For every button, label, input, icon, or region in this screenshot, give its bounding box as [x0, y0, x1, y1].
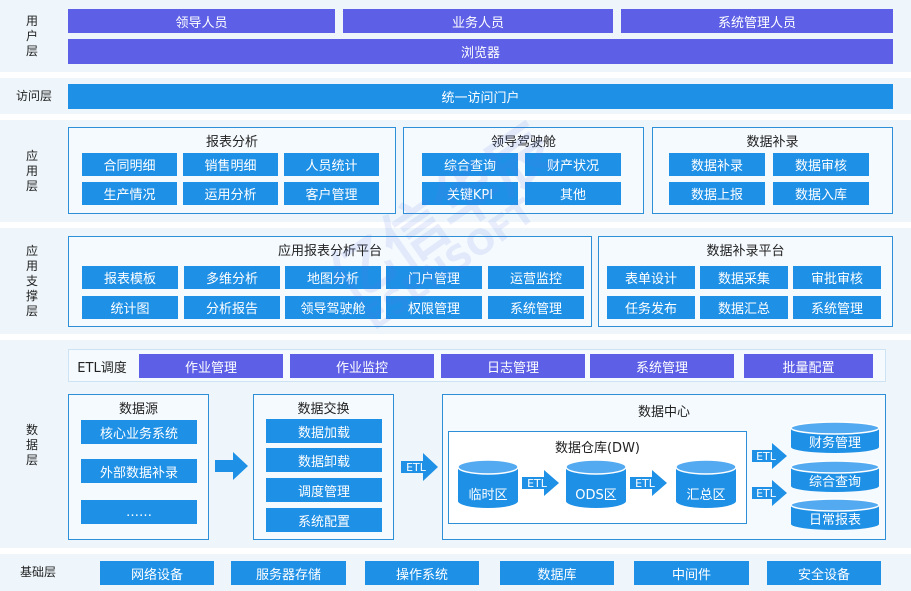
mart-cylinder-icon — [790, 498, 880, 530]
report-item: 合同明细 — [82, 153, 177, 176]
platform-item: 地图分析 — [285, 266, 381, 289]
supplement-item: 数据审核 — [773, 153, 869, 176]
supp-platform-item: 任务发布 — [607, 296, 695, 319]
mart-cylinder-icon — [790, 460, 880, 492]
platform-item: 系统管理 — [488, 296, 584, 319]
etl-arrow-icon — [752, 443, 787, 469]
etl-arrow-icon — [401, 453, 438, 481]
portal-bar: 统一访问门户 — [68, 84, 893, 109]
dw-zone-label: 临时区 — [468, 487, 508, 503]
mart-label: 日常报表 — [808, 512, 861, 528]
base-item: 数据库 — [500, 561, 614, 585]
data-exchange-title: 数据交换 — [297, 401, 350, 417]
browser-bar: 浏览器 — [68, 39, 893, 64]
exchange-item: 调度管理 — [266, 478, 382, 502]
report-item: 生产情况 — [82, 182, 177, 205]
base-item: 操作系统 — [365, 561, 479, 585]
report-analysis-title: 报表分析 — [205, 134, 258, 150]
exchange-item: 数据加载 — [266, 419, 382, 443]
source-item: …… — [81, 500, 197, 524]
data-warehouse-title: 数据仓库(DW) — [554, 440, 640, 456]
supplement-title: 数据补录 — [746, 134, 799, 150]
etl-arrow-label: ETL — [527, 476, 547, 490]
cockpit-item: 关键KPI — [422, 182, 518, 205]
etl-title: ETL调度 — [77, 360, 127, 376]
cockpit-item: 综合查询 — [422, 153, 518, 176]
role-admin: 系统管理人员 — [621, 9, 893, 33]
etl-arrow-label: ETL — [756, 449, 776, 463]
platform-item: 多维分析 — [184, 266, 280, 289]
platform-item: 统计图 — [82, 296, 178, 319]
ods-zone-cylinder-icon — [565, 459, 627, 508]
supplement-item: 数据上报 — [669, 182, 765, 205]
base-item: 服务器存储 — [231, 561, 346, 585]
dw-zone-label: ODS区 — [575, 487, 617, 503]
cockpit-item: 其他 — [525, 182, 621, 205]
platform-item: 运营监控 — [488, 266, 584, 289]
report-item: 人员统计 — [284, 153, 379, 176]
platform-item: 权限管理 — [386, 296, 482, 319]
etl-item: 作业管理 — [139, 354, 283, 378]
flow-arrow-icon — [215, 452, 248, 480]
exchange-item: 数据卸载 — [266, 448, 382, 472]
etl-arrow-icon — [630, 470, 667, 496]
report-item: 运用分析 — [183, 182, 278, 205]
etl-item: 作业监控 — [290, 354, 434, 378]
etl-arrow-icon — [752, 480, 787, 506]
temp-zone-cylinder-icon — [457, 459, 519, 508]
mart-cylinder-icon — [790, 421, 880, 453]
etl-item: 系统管理 — [590, 354, 734, 378]
data-center-title: 数据中心 — [637, 404, 690, 420]
etl-arrow-label: ETL — [756, 486, 776, 500]
base-item: 中间件 — [634, 561, 749, 585]
etl-item: 日志管理 — [441, 354, 585, 378]
supplement-item: 数据入库 — [773, 182, 869, 205]
support-layer-label: 应用支撑层 — [25, 243, 38, 318]
platform-item: 门户管理 — [386, 266, 482, 289]
role-business: 业务人员 — [343, 9, 613, 33]
mart-label: 综合查询 — [808, 474, 861, 490]
exchange-item: 系统配置 — [266, 508, 382, 532]
supp-platform-item: 表单设计 — [607, 266, 695, 289]
base-item: 网络设备 — [100, 561, 214, 585]
base-item: 安全设备 — [767, 561, 881, 585]
cockpit-title: 领导驾驶舱 — [490, 134, 556, 150]
etl-item: 批量配置 — [744, 354, 873, 378]
platform-item: 分析报告 — [184, 296, 280, 319]
supp-platform-item: 审批审核 — [793, 266, 881, 289]
report-item: 客户管理 — [284, 182, 379, 205]
source-item: 外部数据补录 — [81, 459, 197, 483]
supp-platform-item: 系统管理 — [793, 296, 881, 319]
app-layer-label: 应用层 — [25, 148, 38, 193]
supplement-platform-title: 数据补录平台 — [706, 243, 785, 259]
etl-arrow-label: ETL — [406, 460, 426, 474]
role-leader: 领导人员 — [68, 9, 335, 33]
supp-platform-item: 数据采集 — [700, 266, 788, 289]
base-layer-label: 基础层 — [19, 565, 56, 579]
etl-arrow-icon — [522, 470, 559, 496]
cockpit-item: 财产状况 — [525, 153, 621, 176]
supp-platform-item: 数据汇总 — [700, 296, 788, 319]
summary-zone-cylinder-icon — [675, 459, 737, 508]
user-layer-label: 用户层 — [25, 13, 38, 58]
source-item: 核心业务系统 — [81, 420, 197, 444]
report-platform-title: 应用报表分析平台 — [277, 243, 382, 259]
dw-zone-label: 汇总区 — [686, 487, 726, 503]
etl-arrow-label: ETL — [635, 476, 655, 490]
supplement-item: 数据补录 — [669, 153, 765, 176]
mart-label: 财务管理 — [808, 435, 861, 451]
data-source-title: 数据源 — [118, 401, 158, 417]
report-item: 销售明细 — [183, 153, 278, 176]
platform-item: 报表模板 — [82, 266, 178, 289]
access-layer-label: 访问层 — [15, 88, 52, 103]
platform-item: 领导驾驶舱 — [285, 296, 381, 319]
data-layer-label: 数据层 — [25, 422, 38, 467]
